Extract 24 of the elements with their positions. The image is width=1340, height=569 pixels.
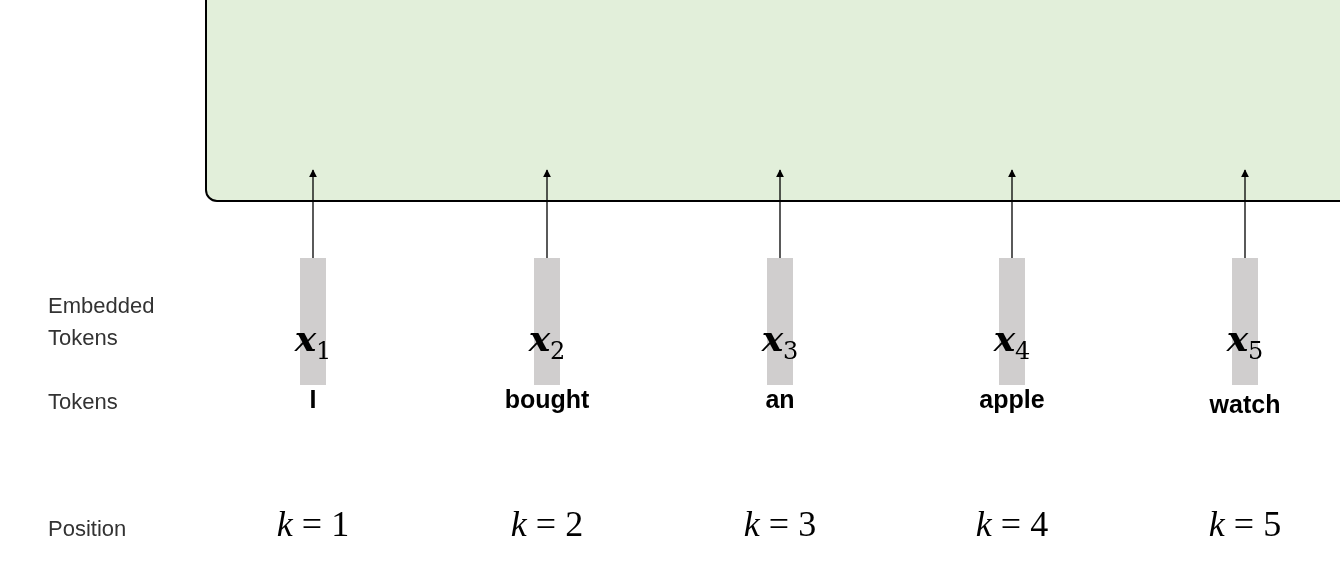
arrow — [309, 169, 317, 259]
arrow — [1241, 169, 1249, 259]
arrow — [543, 169, 551, 259]
vector-symbol: x$_{3}$ — [761, 317, 799, 366]
row-label: Embedded Tokens — [48, 292, 156, 352]
vector-symbol: x$_{1}$ — [294, 317, 332, 366]
token-word: I — [309, 385, 317, 414]
arrow — [776, 169, 784, 259]
row-label: Position — [48, 515, 127, 543]
position-index: k = 5 — [1208, 503, 1282, 545]
vector-symbol: x$_{2}$ — [528, 317, 566, 366]
vector-symbol: x$_{4}$ — [993, 317, 1031, 366]
vector-symbol: x$_{5}$ — [1226, 317, 1264, 366]
position-index: k = 2 — [510, 503, 584, 545]
token-word: apple — [979, 385, 1045, 414]
position-index: k = 1 — [276, 503, 350, 545]
token-word: watch — [1209, 390, 1281, 419]
token-word: bought — [504, 385, 590, 414]
position-index: k = 3 — [743, 503, 817, 545]
position-index: k = 4 — [975, 503, 1049, 545]
token-word: an — [765, 385, 795, 414]
arrow — [1008, 169, 1016, 259]
row-label: Tokens — [48, 388, 118, 416]
model-box — [205, 0, 1340, 202]
